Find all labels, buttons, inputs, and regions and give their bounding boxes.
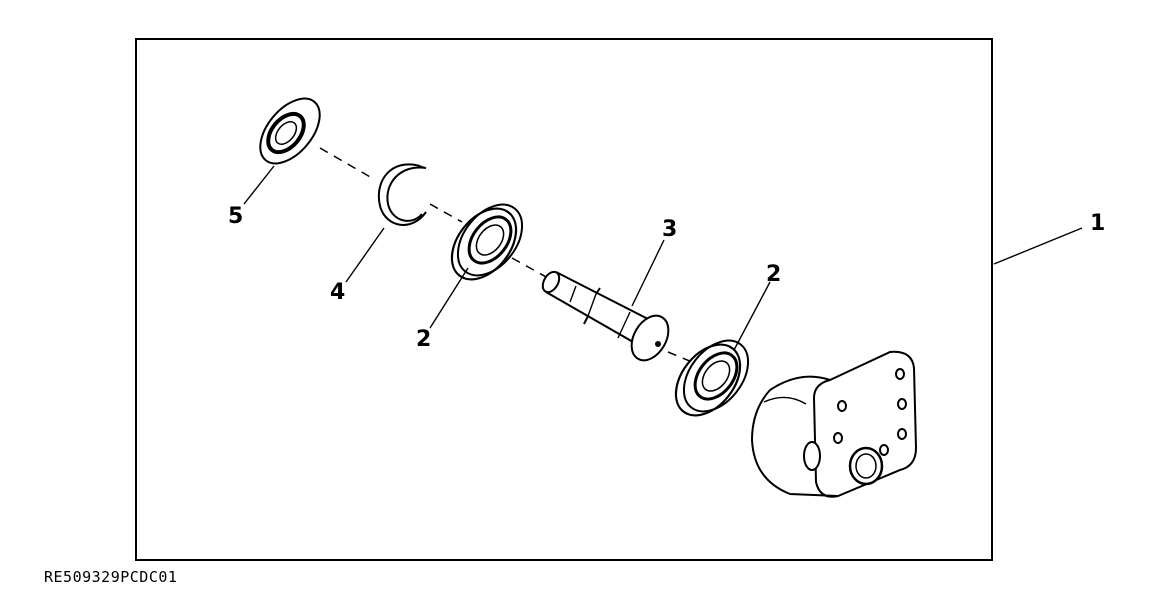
leader-lines	[243, 165, 1083, 351]
shaft-part	[541, 270, 670, 362]
housing-part	[750, 350, 918, 498]
bearing-left-part	[450, 203, 524, 281]
seal-part	[259, 97, 321, 165]
bearing-right-part	[674, 339, 750, 417]
figure-code: RE509329PCDC01	[44, 568, 178, 586]
callout-seal: 5	[228, 204, 243, 229]
callout-bearing-left: 2	[416, 327, 431, 352]
assembly-centerline	[319, 147, 693, 363]
callout-housing: 1	[1090, 211, 1105, 236]
snap-ring-part	[377, 163, 427, 226]
callout-shaft: 3	[662, 217, 677, 242]
callout-snap-ring: 4	[330, 280, 345, 305]
callout-bearing-right: 2	[766, 262, 781, 287]
diagram-frame	[135, 38, 993, 561]
